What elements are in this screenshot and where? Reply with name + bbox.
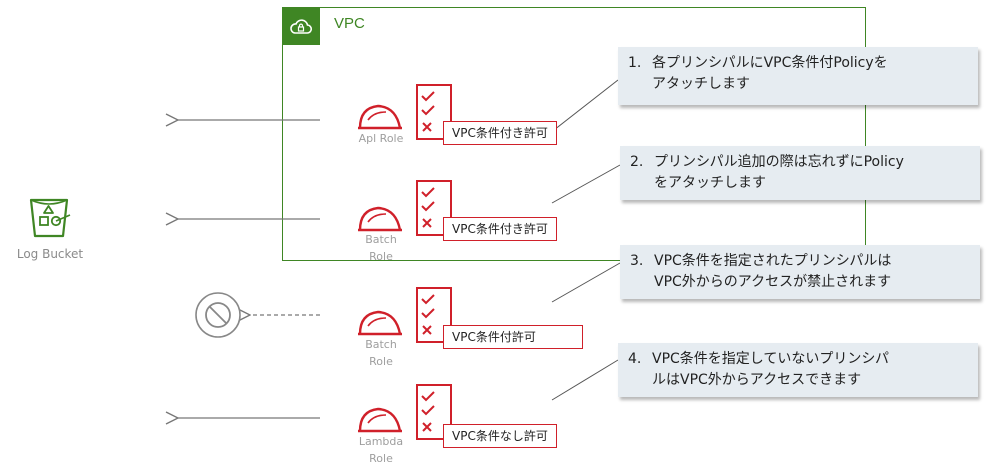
vpc-title: VPC [334,15,365,32]
bucket-label: Log Bucket [16,247,84,261]
policy-tag-apl: VPC条件付き許可 [443,121,557,145]
callout-note-3: 3. VPC条件を指定されたプリンシパルは VPC外からのアクセスが禁止されます [620,245,980,299]
note-connector-1 [553,79,619,131]
blocked-icon [195,292,241,338]
role-label-lambda: Lambda Role [358,435,404,465]
note-text-line2: をアタッチします [654,175,766,191]
role-icon-batch-vpc [356,200,404,238]
note-connector-2 [551,164,621,204]
note-number: 4. [628,351,642,367]
role-label-batch-vpc: Batch Role [365,233,397,263]
note-text-line2: アタッチします [652,76,750,92]
role-icon-lambda [356,401,404,439]
note-connector-4 [551,359,619,401]
s3-bucket-icon [26,195,72,243]
note-text-line1: VPC条件を指定していないプリンシパ [652,351,889,367]
note-text-line2: VPC外からのアクセスが禁止されます [654,274,892,290]
note-number: 2. [630,154,644,170]
note-text-line1: プリンシパル追加の際は忘れずにPolicy [654,154,904,170]
role-label-apl: Apl Role [358,132,404,145]
callout-note-1: 1. 各プリンシパルにVPC条件付Policyを アタッチします [618,47,978,105]
note-number: 3. [630,253,644,269]
note-text-line2: ルはVPC外からアクセスできます [652,372,862,388]
note-text-line1: 各プリンシパルにVPC条件付Policyを [652,55,888,71]
role-label-batch-external: Batch Role [365,338,397,368]
callout-note-2: 2. プリンシパル追加の際は忘れずにPolicy をアタッチします [620,146,980,200]
policy-tag-batch-external: VPC条件付許可 [443,325,583,349]
policy-tag-batch-vpc: VPC条件付き許可 [443,217,557,241]
vpc-cloud-lock-icon [282,7,320,45]
vpc-boundary [282,7,866,261]
callout-note-4: 4. VPC条件を指定していないプリンシパ ルはVPC外からアクセスできます [618,343,978,397]
policy-tag-lambda: VPC条件なし許可 [443,424,557,448]
note-connector-3 [551,262,621,303]
role-icon-batch-external [356,304,404,342]
role-icon-apl [356,98,404,136]
note-text-line1: VPC条件を指定されたプリンシパルは [654,253,892,269]
policy-checklist-icon [416,384,452,440]
note-number: 1. [628,55,642,71]
